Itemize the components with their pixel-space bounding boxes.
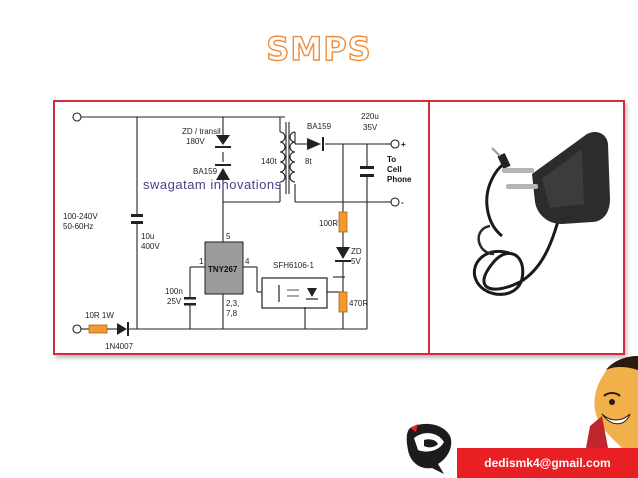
label-secondary-turns: 8t <box>305 157 312 166</box>
ba159-diode-output <box>307 137 324 151</box>
label-ic-pins-bottom-2: 7,8 <box>226 309 238 318</box>
resistor-470r <box>338 291 348 313</box>
label-res-470r: 470R <box>349 299 368 308</box>
resistor-10r <box>88 324 108 334</box>
prong-bottom <box>506 184 538 189</box>
label-out-cap-value: 220u <box>361 112 379 121</box>
label-zd-voltage: 180V <box>186 137 205 146</box>
cartoon-figure <box>586 356 638 448</box>
input-terminal-top <box>72 112 82 122</box>
label-phone: Phone <box>387 175 412 184</box>
page-title: SMPS <box>266 29 372 68</box>
label-zd-transil: ZD / transil <box>182 127 221 136</box>
watermark: swagatam innovations <box>143 177 282 192</box>
label-cell: Cell <box>387 165 402 174</box>
ic-tny267 <box>204 241 244 295</box>
input-terminal-bottom <box>72 324 82 334</box>
label-ic-pin4: 4 <box>245 257 250 266</box>
label-ic-pin5: 5 <box>226 232 231 241</box>
label-optocoupler: SFH6106-1 <box>273 261 314 270</box>
label-cap-100n: 100n <box>165 287 183 296</box>
label-minus: - <box>401 198 404 207</box>
output-terminal-plus <box>390 139 400 149</box>
label-ic-name: TNY267 <box>208 265 238 274</box>
frame-divider <box>428 100 430 355</box>
label-frequency: 50-60Hz <box>63 222 93 231</box>
label-res-10r: 10R 1W <box>85 311 114 320</box>
prong-top <box>502 168 534 173</box>
label-ic-pins-bottom-1: 2,3, <box>226 299 239 308</box>
label-primary-turns: 140t <box>261 157 277 166</box>
capacitor-100n <box>184 297 196 306</box>
label-cap-25v: 25V <box>167 297 182 306</box>
label-bulk-cap-value: 10u <box>141 232 154 241</box>
label-mains: 100-240V <box>63 212 98 221</box>
output-terminal-minus <box>390 197 400 207</box>
resistor-100r <box>338 211 348 233</box>
label-res-100r: 100R <box>319 219 338 228</box>
label-ic-pin1: 1 <box>199 257 204 266</box>
label-to: To <box>387 155 396 164</box>
bird-logo <box>406 423 452 474</box>
bulk-capacitor <box>131 214 143 224</box>
transformer <box>279 122 296 194</box>
label-ba159-left: BA159 <box>193 167 218 176</box>
phone-charger-image <box>473 132 610 296</box>
ba159-diode-left <box>215 164 231 180</box>
email-banner: dedismk4@gmail.com <box>457 448 638 478</box>
transil-diode <box>215 135 231 148</box>
label-bulk-cap-voltage: 400V <box>141 242 160 251</box>
optocoupler <box>261 277 343 309</box>
label-plus: + <box>401 140 406 149</box>
output-capacitor <box>360 166 374 177</box>
label-zd-5v: 5V <box>351 257 361 266</box>
label-zd: ZD <box>351 247 362 256</box>
zener-5v <box>335 247 351 262</box>
label-ba159-top: BA159 <box>307 122 332 131</box>
smps-schematic: 100-240V 50-60Hz ZD / transil 180V BA159… <box>63 112 412 351</box>
diode-1n4007 <box>117 322 129 336</box>
label-diode-1n4007: 1N4007 <box>105 342 134 351</box>
label-out-cap-voltage: 35V <box>363 123 378 132</box>
